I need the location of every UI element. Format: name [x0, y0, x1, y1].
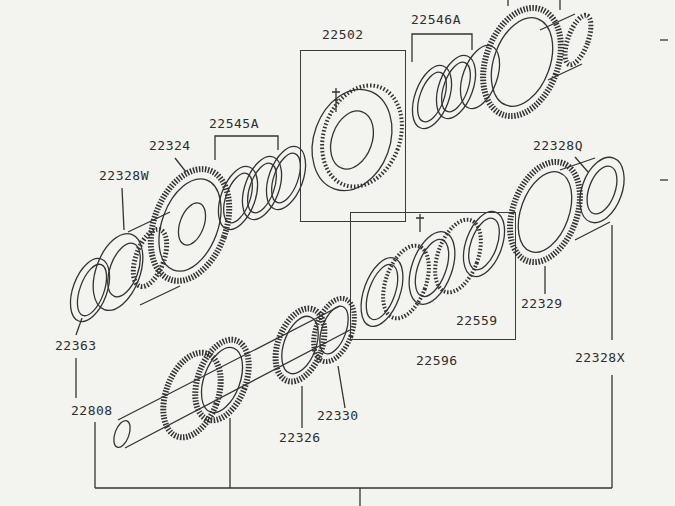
drawing-stroke [575, 157, 588, 172]
drawing-stroke [453, 40, 508, 114]
drawing-stroke [242, 159, 282, 216]
drawing-stroke [436, 58, 476, 115]
drawing-stroke [544, 266, 545, 294]
assembly-frame: 2255922596 [350, 212, 516, 340]
drawing-stroke [332, 88, 340, 112]
drawing-stroke [75, 358, 76, 398]
drawing-stroke [412, 34, 472, 62]
callout-number: 22546A [410, 12, 462, 27]
drawing-stroke [560, 12, 597, 68]
callout-number: 22596 [415, 353, 459, 368]
drawing-stroke [153, 345, 232, 445]
drawing-stroke [508, 164, 582, 259]
drawing-stroke [118, 306, 350, 448]
drawing-stroke [173, 199, 211, 249]
drawing-stroke [338, 366, 345, 408]
drawing-stroke [259, 141, 314, 215]
drawing-stroke [463, 214, 506, 274]
drawing-stroke [218, 169, 258, 226]
drawing-stroke [306, 293, 362, 367]
drawing-stroke [301, 386, 302, 428]
drawing-stroke [111, 418, 134, 449]
drawing-stroke [412, 68, 452, 125]
callout-number: 22324 [148, 138, 192, 153]
drawing-stroke [323, 105, 381, 175]
drawing-stroke [455, 206, 512, 282]
callout-number: 22330 [316, 408, 360, 423]
drawing-stroke [353, 252, 411, 332]
drawing-stroke [63, 0, 668, 506]
drawing-stroke [611, 375, 612, 488]
drawing-stroke [660, 179, 668, 180]
drawing-stroke [95, 487, 612, 488]
callout-number: 22328W [98, 168, 150, 183]
drawing-stroke [314, 302, 354, 357]
drawing-stroke [309, 74, 416, 198]
drawing-stroke [136, 158, 243, 292]
drawing-stroke [299, 78, 406, 202]
callout-number: 22808 [70, 403, 114, 418]
drawing-stroke [193, 342, 250, 418]
drawing-stroke [76, 318, 82, 335]
callout-number: 22329 [520, 296, 564, 311]
drawing-stroke [229, 418, 230, 488]
drawing-stroke [572, 151, 633, 229]
drawing-stroke [429, 50, 484, 124]
drawing-stroke [360, 260, 404, 323]
drawing-stroke [147, 170, 232, 279]
drawing-stroke [374, 239, 438, 324]
drawing-stroke [359, 488, 360, 506]
callout-number: 22502 [321, 27, 365, 42]
drawing-stroke [660, 39, 668, 40]
callout-number: 22326 [278, 430, 322, 445]
drawing-stroke [266, 302, 333, 388]
assembly-frame: 22502 [300, 50, 406, 222]
drawing-stroke [94, 422, 95, 488]
drawing-stroke [122, 188, 124, 230]
callout-number: 22328X [574, 350, 626, 365]
callout-number: 22545A [208, 116, 260, 131]
drawing-stroke [215, 136, 278, 160]
drawing-stroke [400, 225, 464, 310]
drawing-stroke [426, 213, 490, 298]
drawing-stroke [507, 0, 508, 6]
callout-number: 22559 [455, 313, 499, 328]
drawing-stroke [611, 225, 612, 340]
drawing-stroke [560, 158, 610, 240]
callout-number: 22328Q [532, 138, 584, 153]
drawing-stroke [175, 158, 186, 172]
drawing-stroke [559, 0, 560, 10]
callout-number: 22363 [54, 338, 98, 353]
drawing-stroke [185, 332, 259, 427]
drawing-stroke [416, 214, 424, 232]
drawing-stroke [469, 0, 575, 127]
